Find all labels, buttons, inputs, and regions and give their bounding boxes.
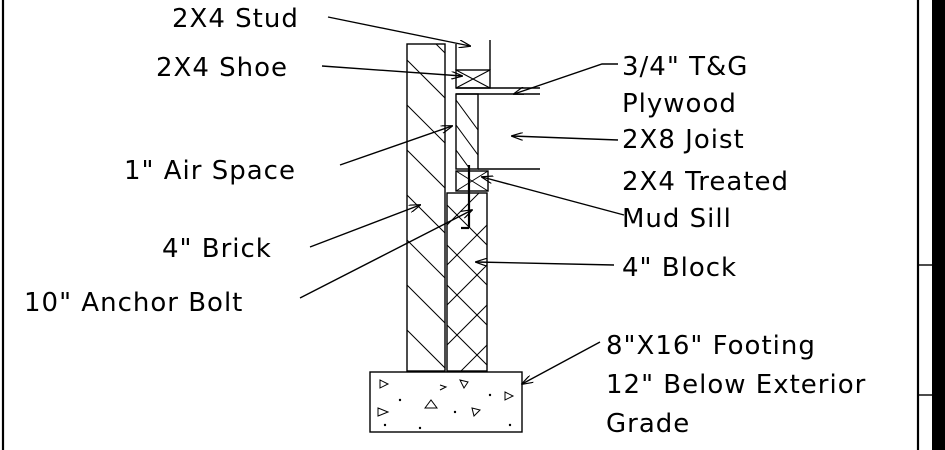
label-brick: 4" Brick xyxy=(162,234,272,264)
label-stud: 2X4 Stud xyxy=(172,4,299,34)
block-wall xyxy=(446,192,488,372)
label-anchor-bolt: 10" Anchor Bolt xyxy=(24,288,243,318)
label-footing-line1: 8"X16" Footing xyxy=(606,331,816,361)
label-joist: 2X8 Joist xyxy=(622,125,745,155)
label-treated: 2X4 Treated xyxy=(622,167,789,197)
label-footing-line2: 12" Below Exterior xyxy=(606,370,866,400)
callout-labels: 2X4 Stud 2X4 Shoe 3/4" T&G Plywood 2X8 J… xyxy=(24,4,866,439)
label-plywood-line2: Plywood xyxy=(622,89,737,119)
label-shoe: 2X4 Shoe xyxy=(156,53,288,83)
concrete-footing xyxy=(369,371,523,433)
label-block: 4" Block xyxy=(622,253,737,283)
label-air-space: 1" Air Space xyxy=(124,156,296,186)
floor-framing xyxy=(455,40,540,230)
brick-wall xyxy=(406,43,446,372)
leader-lines xyxy=(299,16,625,384)
label-footing-line3: Grade xyxy=(606,409,690,439)
label-plywood-line1: 3/4" T&G xyxy=(622,52,748,82)
label-mud-sill: Mud Sill xyxy=(622,204,732,234)
